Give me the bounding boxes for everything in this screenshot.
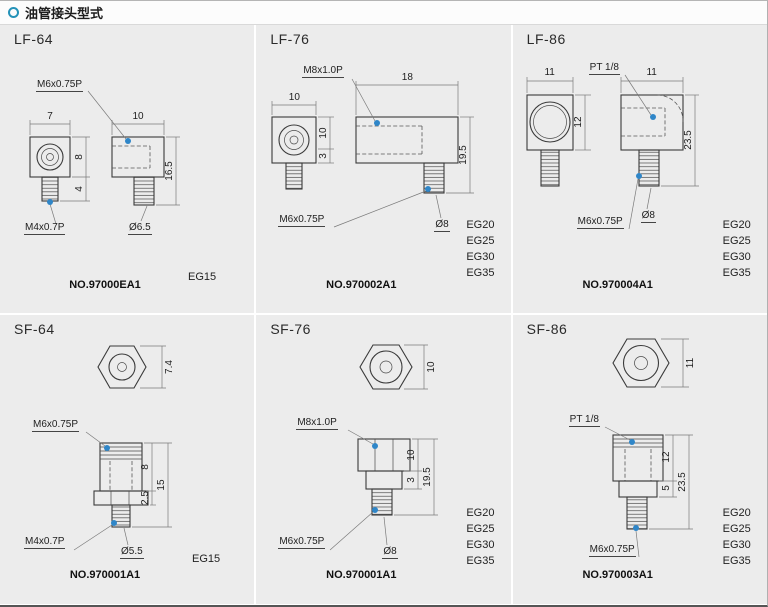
panel-sf-64: SF-64 (0, 315, 255, 604)
thread-label-bottom: M6x0.75P (588, 544, 636, 557)
diameter-label: Ø8 (434, 219, 450, 232)
thread-label-top: M8x1.0P (302, 65, 344, 78)
eg-size-option: EG20 (466, 219, 495, 231)
dimension-label: 10 (132, 111, 144, 122)
dimension-label: 23.5 (676, 472, 688, 492)
eg-size-option: EG30 (722, 251, 751, 263)
eg-size-option: EG15 (192, 553, 221, 565)
panel-title: SF-64 (14, 321, 55, 337)
dimension-label: 10 (318, 127, 330, 139)
eg-size-option: EG35 (722, 555, 751, 567)
thread-label-bottom: M6x0.75P (576, 216, 624, 229)
thread-label-top: PT 1/8 (588, 62, 620, 75)
thread-label-top: M8x1.0P (296, 417, 338, 430)
eg-size-option: EG30 (466, 251, 495, 263)
page-title: 油管接头型式 (25, 6, 104, 21)
dimension-label: 7.4 (164, 360, 175, 374)
eg-size-option: EG25 (722, 235, 751, 247)
eg-size-option: EG20 (466, 507, 495, 519)
part-number: NO.97000EA1 (69, 279, 141, 291)
dimension-label: 19.5 (458, 145, 470, 165)
eg-size-option: EG30 (466, 539, 495, 551)
panel-title: LF-64 (14, 31, 54, 47)
dimension-label: 11 (544, 67, 555, 78)
dimension-label: 18 (401, 72, 413, 83)
section-bullet-icon (8, 7, 19, 18)
eg-size-option: EG20 (722, 219, 751, 231)
thread-label-bottom: M4x0.7P (24, 536, 66, 549)
lf-86-technical-drawing (526, 74, 699, 230)
eg-size-option: EG25 (466, 235, 495, 247)
eg-size-option: EG35 (466, 267, 495, 279)
thread-label-bottom: M4x0.7P (24, 222, 66, 235)
sf-86-technical-drawing (604, 338, 693, 558)
panel-lf-86: LF-86 (512, 25, 767, 313)
sf-76-technical-drawing (330, 344, 439, 551)
thread-label-top: PT 1/8 (568, 414, 600, 427)
eg-size-option: EG30 (722, 539, 751, 551)
dimension-label: 2.5 (140, 491, 151, 505)
thread-label-bottom: M6x0.75P (278, 214, 326, 227)
dimension-label: 11 (646, 67, 657, 78)
dimension-label: 3 (318, 153, 330, 159)
dimension-label: 5 (660, 485, 672, 491)
dimension-label: 16.5 (164, 161, 175, 181)
panel-title: SF-86 (526, 321, 568, 337)
thread-label-bottom: M6x0.75P (278, 536, 326, 549)
eg-size-option: EG15 (188, 271, 217, 283)
dimension-label: 23.5 (682, 130, 694, 150)
part-number: NO.970003A1 (582, 569, 653, 581)
dimension-label: 8 (140, 464, 151, 470)
dimension-label: 10 (406, 449, 418, 461)
panel-lf-76: LF-76 (256, 25, 511, 313)
panel-sf-86: SF-86 (512, 315, 767, 604)
dimension-label: 19.5 (422, 467, 434, 487)
dimension-label: 12 (660, 451, 672, 463)
dimension-label: 11 (684, 357, 696, 369)
part-number: NO.970004A1 (582, 279, 653, 291)
dimension-label: 12 (572, 116, 584, 128)
dimension-label: 4 (74, 186, 85, 192)
lf-76-technical-drawing (271, 78, 475, 228)
thread-label-top: M6x0.75P (36, 79, 84, 92)
part-number: NO.970002A1 (326, 279, 397, 291)
eg-size-option: EG35 (466, 555, 495, 567)
diameter-label: Ø8 (640, 210, 656, 223)
diameter-label: Ø8 (382, 546, 398, 559)
panel-grid: LF-64 (0, 24, 767, 604)
eg-size-option: EG35 (722, 267, 751, 279)
page-header: 油管接头型式 (0, 1, 767, 24)
sf-64-technical-drawing (73, 345, 172, 551)
panel-sf-76: SF-76 (256, 315, 511, 604)
panel-title: SF-76 (270, 321, 311, 337)
lf-64-technical-drawing (29, 90, 180, 225)
thread-label-top: M6x0.75P (32, 419, 80, 432)
eg-size-option: EG25 (722, 523, 751, 535)
part-number: NO.970001A1 (69, 569, 141, 581)
diameter-label: Ø6.5 (128, 222, 152, 235)
panel-lf-64: LF-64 (0, 25, 255, 313)
dimension-label: 7 (47, 111, 53, 122)
panel-title: LF-86 (526, 31, 566, 47)
panel-title: LF-76 (270, 31, 310, 47)
eg-size-option: EG20 (722, 507, 751, 519)
dimension-label: 10 (288, 92, 300, 103)
part-number: NO.970001A1 (326, 569, 397, 581)
eg-size-option: EG25 (466, 523, 495, 535)
dimension-label: 3 (406, 477, 418, 483)
dimension-label: 8 (74, 154, 85, 160)
diameter-label: Ø5.5 (120, 546, 144, 559)
dimension-label: 10 (426, 361, 438, 373)
dimension-label: 15 (156, 479, 167, 491)
